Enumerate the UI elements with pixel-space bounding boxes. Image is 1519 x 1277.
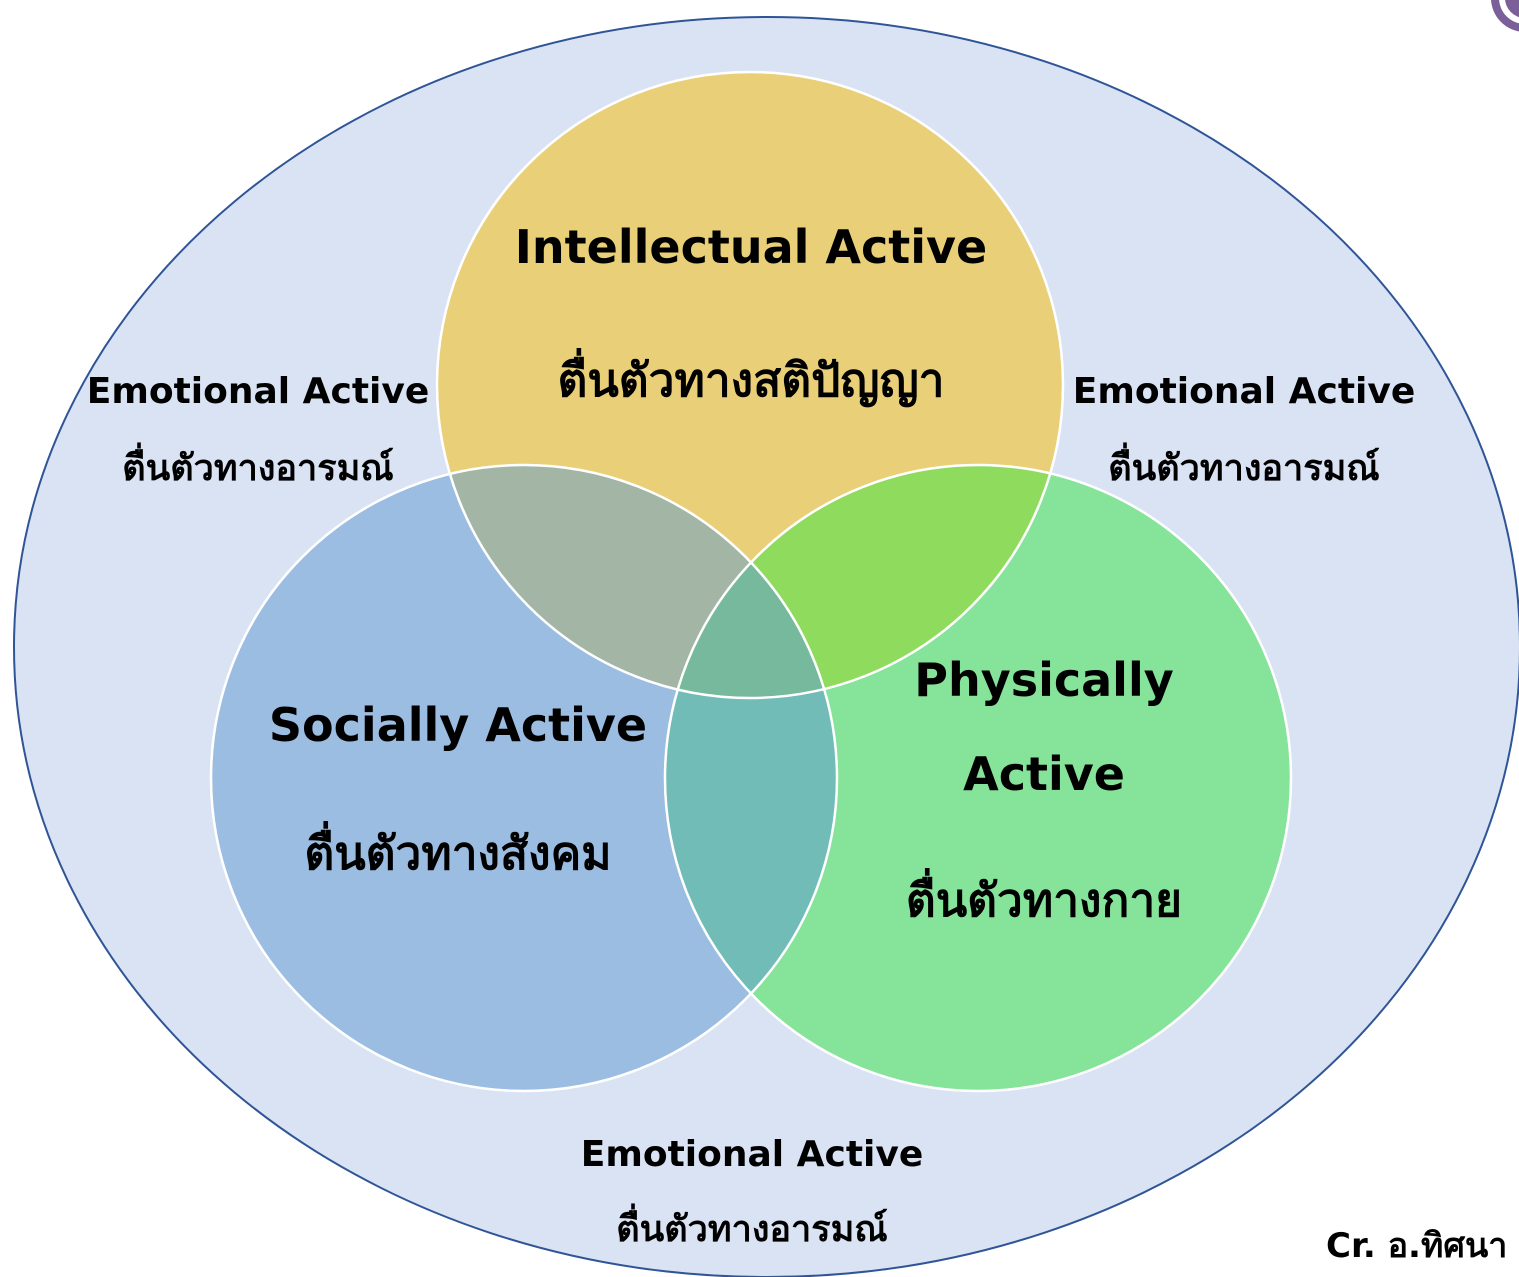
- emotional-right-title: Emotional Active: [1072, 371, 1416, 412]
- physical-outline: [663, 463, 1293, 1093]
- intellectual-outline: [435, 70, 1065, 700]
- intellectual-social-overlap: [437, 465, 837, 698]
- emotional-left-thai: ตื่นตัวทางอารมณ์: [122, 448, 394, 489]
- intellectual-thai: ตื่นตัวทางสติปัญญา: [557, 353, 945, 407]
- physical-title-line2: Active: [963, 747, 1125, 801]
- intellectual-physical-overlap: [665, 465, 1063, 698]
- credit-text: Cr. อ.ทิศนา: [1326, 1226, 1508, 1266]
- social-title: Socially Active: [268, 698, 648, 752]
- social-outline: [209, 463, 839, 1093]
- emotional-bottom-title: Emotional Active: [580, 1134, 924, 1175]
- social-thai: ตื่นตัวทางสังคม: [304, 826, 612, 880]
- emotional-bottom-thai: ตื่นตัวทางอารมณ์: [616, 1209, 888, 1250]
- emotional-right-thai: ตื่นตัวทางอารมณ์: [1108, 448, 1380, 489]
- university-seal-icon: [1491, 0, 1519, 32]
- physical-thai: ตื่นตัวทางกาย: [905, 873, 1183, 927]
- emotional-left-title: Emotional Active: [86, 371, 430, 412]
- intellectual-title: Intellectual Active: [514, 220, 988, 274]
- physical-title-line1: Physically: [914, 653, 1174, 707]
